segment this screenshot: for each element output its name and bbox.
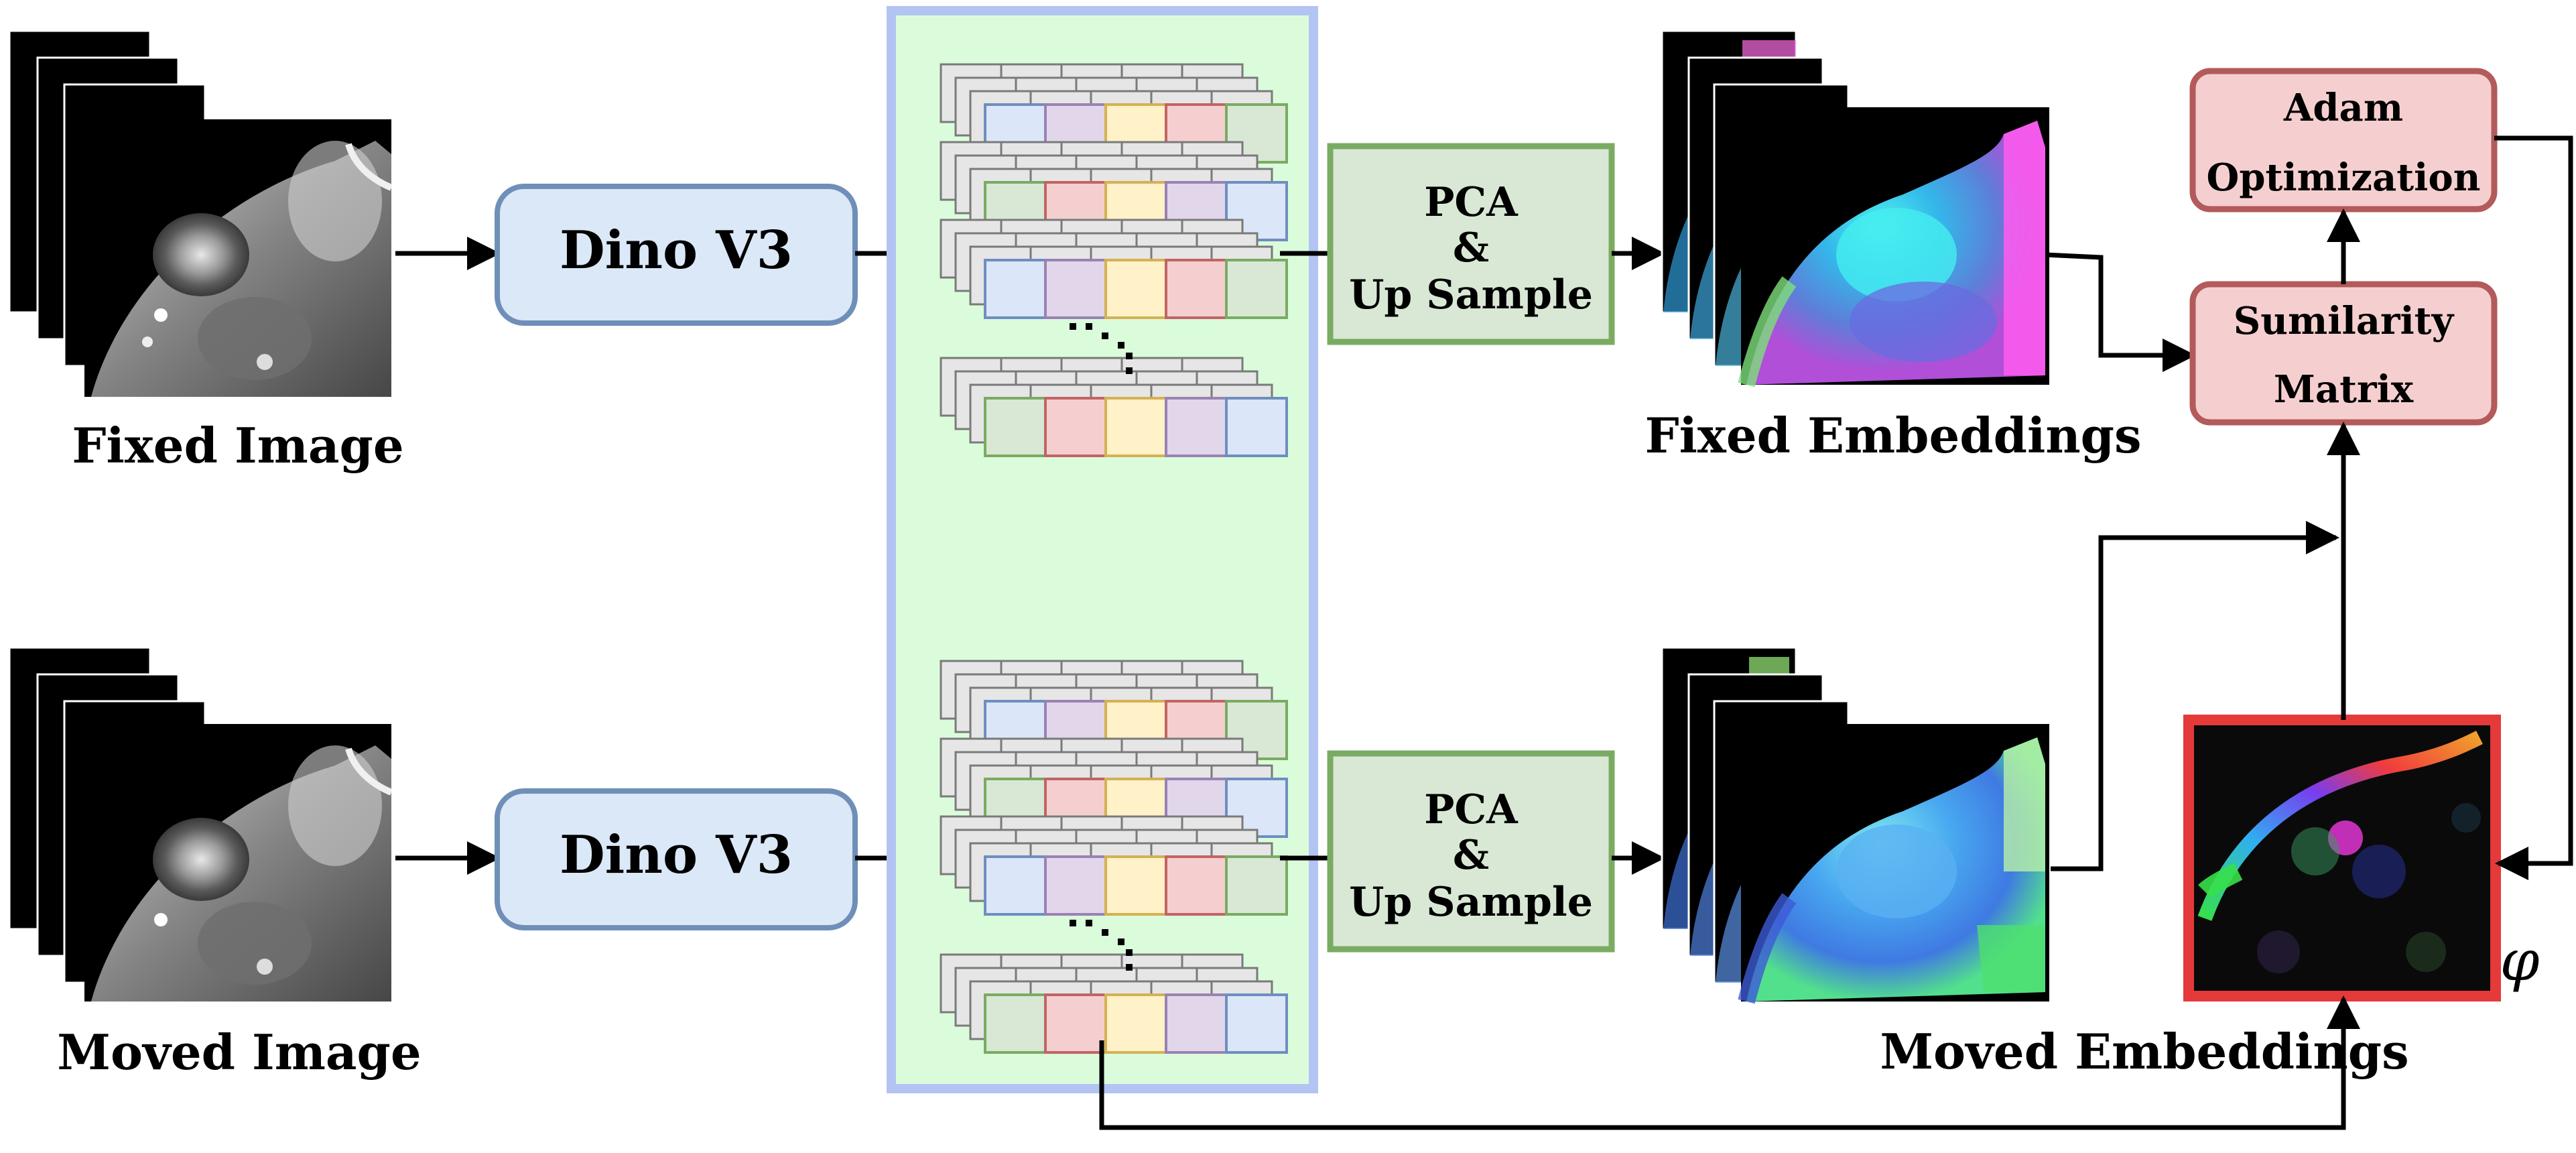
moved-image-stack: [8, 646, 393, 1002]
ellipsis-dot: [1126, 949, 1133, 956]
moved-embeddings-label: Moved Embeddings: [1880, 1023, 2408, 1080]
moved-token-ellipsis: [1070, 920, 1133, 971]
token-red: [1165, 259, 1228, 319]
similarity-matrix-box: Sumilarity Matrix: [2189, 281, 2498, 426]
moved-pca-line-2: &: [1453, 832, 1489, 879]
arrow-fixed-embeddings-to-similarity: [2045, 252, 2196, 372]
ellipsis-dot: [1102, 332, 1108, 339]
ellipsis-dot: [1070, 323, 1076, 330]
moved-image-label: Moved Image: [57, 1024, 421, 1081]
ellipsis-dot: [1118, 342, 1124, 349]
arrow-adam-to-deformation: [2494, 135, 2573, 880]
token-red: [1044, 993, 1107, 1054]
adam-line-2: Optimization: [2207, 156, 2481, 200]
fixed-pca-line-2: &: [1453, 225, 1489, 271]
token-yellow: [1104, 993, 1167, 1054]
token-red: [1044, 397, 1107, 457]
moved-token-stack-4: [940, 953, 1288, 1054]
token-stacks: [940, 63, 1288, 1054]
ellipsis-dot: [1126, 367, 1133, 374]
token-green: [984, 397, 1047, 457]
ellipsis-dot: [1070, 920, 1076, 926]
fixed-pca-line-3: Up Sample: [1349, 271, 1593, 318]
token-green: [1225, 259, 1288, 319]
mri-slice-front: [84, 724, 393, 1002]
fixed-image-stack: [8, 29, 393, 397]
token-blue: [1225, 397, 1288, 457]
token-blue: [1225, 993, 1288, 1054]
ellipsis-dot: [1086, 920, 1092, 926]
ellipsis-dot: [1126, 353, 1133, 359]
mri-slice-front: [84, 119, 393, 397]
token-purple: [1165, 993, 1228, 1054]
moved-dino-encoder: Dino V3: [495, 788, 858, 930]
fixed-token-stack-2: [940, 141, 1288, 241]
fixed-pca-line-1: PCA: [1424, 179, 1519, 226]
ellipsis-dot: [1126, 964, 1133, 971]
moved-dino-label: Dino V3: [560, 825, 793, 886]
fixed-pca-upsample: PCA & Up Sample: [1327, 143, 1615, 345]
moved-token-stack-2: [940, 737, 1288, 838]
token-green: [1225, 855, 1288, 916]
adam-optimization-box: Adam Optimization: [2189, 68, 2498, 213]
fixed-embeddings-stack: [1661, 29, 2049, 387]
arrow-moved-embeddings-to-similarity: [2051, 521, 2339, 871]
ellipsis-dot: [1102, 929, 1108, 936]
token-purple: [1044, 259, 1107, 319]
embedding-slice-front: [1738, 107, 2049, 387]
deformation-field: [2183, 715, 2501, 1002]
fixed-dino-label: Dino V3: [560, 220, 793, 281]
fixed-image-label: Fixed Image: [72, 417, 403, 474]
fixed-token-stack-3: [940, 219, 1288, 319]
token-yellow: [1104, 397, 1167, 457]
moved-token-stack-3: [940, 815, 1288, 916]
embedding-slice-front: [1738, 724, 2049, 1004]
adam-line-1: Adam: [2283, 86, 2403, 130]
fixed-embeddings-label: Fixed Embeddings: [1645, 407, 2141, 464]
token-blue: [984, 855, 1047, 916]
token-yellow: [1104, 259, 1167, 319]
token-green: [984, 993, 1047, 1054]
phi-symbol: φ: [2500, 928, 2540, 993]
moved-pca-line-3: Up Sample: [1349, 879, 1593, 926]
fixed-token-stack-1: [940, 63, 1288, 164]
moved-embeddings-stack: [1661, 646, 2049, 1004]
fixed-token-stack-4: [940, 357, 1288, 457]
token-red: [1165, 855, 1228, 916]
arrow-tokens-to-deformation: [1099, 995, 2360, 1130]
moved-pca-upsample: PCA & Up Sample: [1327, 750, 1615, 953]
fixed-dino-encoder: Dino V3: [495, 184, 858, 326]
token-blue: [984, 259, 1047, 319]
moved-pca-line-1: PCA: [1424, 786, 1519, 833]
token-yellow: [1104, 855, 1167, 916]
similarity-line-2: Matrix: [2274, 367, 2414, 412]
ellipsis-dot: [1118, 938, 1124, 945]
ellipsis-dot: [1086, 323, 1092, 330]
token-purple: [1165, 397, 1228, 457]
token-purple: [1044, 855, 1107, 916]
similarity-line-1: Sumilarity: [2234, 299, 2455, 343]
moved-token-stack-1: [940, 660, 1288, 760]
fixed-token-ellipsis: [1070, 323, 1133, 374]
